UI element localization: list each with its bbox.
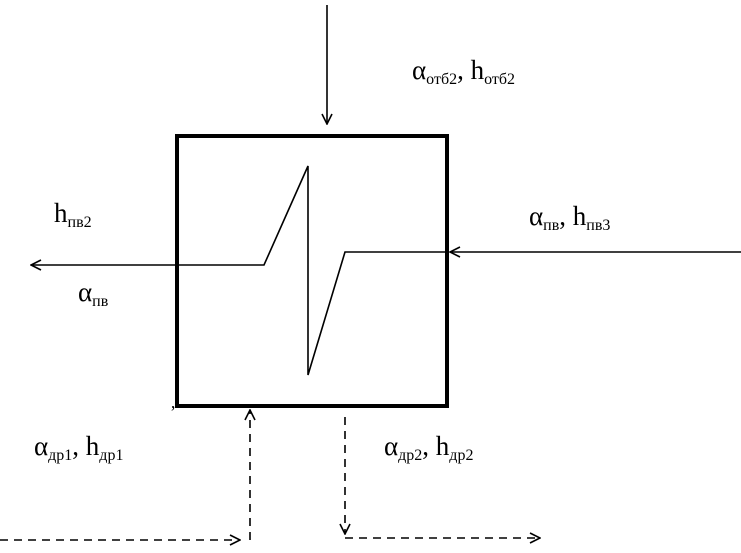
heater-box xyxy=(175,134,449,408)
extraction-label: αотб2, hотб2 xyxy=(412,55,515,88)
stray-mark: ’ xyxy=(170,402,176,422)
drain-inflow-label: αдр1, hдр1 xyxy=(34,431,123,464)
inlet-label: αпв, hпв3 xyxy=(529,201,610,234)
outlet-enthalpy-label: hпв2 xyxy=(54,198,92,231)
drain-outflow-label: αдр2, hдр2 xyxy=(384,431,473,464)
outlet-flow-label: αпв xyxy=(78,277,109,310)
heat-exchange-symbol xyxy=(177,165,447,376)
